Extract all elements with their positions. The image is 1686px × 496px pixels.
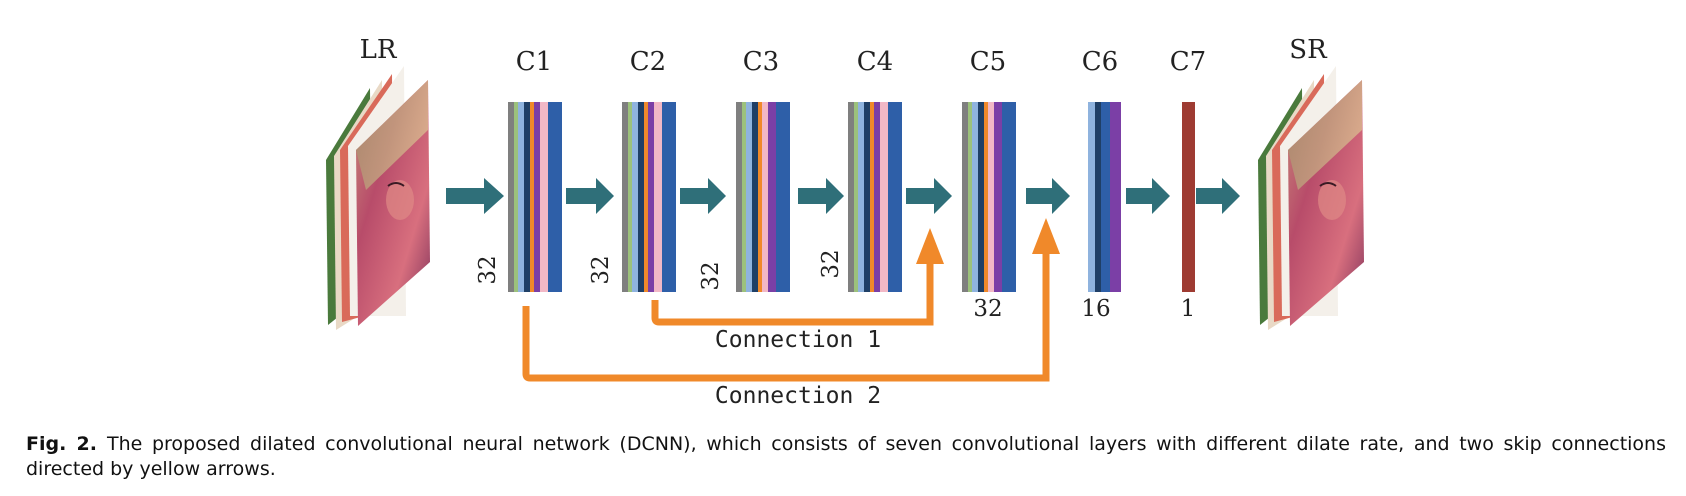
- figure-label: Fig. 2.: [26, 433, 97, 455]
- feature-map-stripe: [1182, 102, 1195, 292]
- feature-map-stripe: [518, 102, 524, 292]
- feature-map-stripe: [762, 102, 768, 292]
- flow-arrow-icon: [798, 178, 844, 214]
- feature-map-stripe: [758, 102, 762, 292]
- layer-channel-count: 32: [698, 261, 724, 290]
- flow-arrows: [446, 178, 1240, 214]
- caption-text: The proposed dilated convolutional neura…: [26, 433, 1666, 480]
- flow-arrow-icon: [1126, 178, 1170, 214]
- feature-map-stripe: [864, 102, 870, 292]
- feature-map-stripe: [984, 102, 988, 292]
- layer-channel-count: 16: [1081, 296, 1110, 322]
- layer-label: C1: [516, 47, 552, 77]
- connection-2-arrowhead-icon: [1032, 218, 1060, 254]
- feature-map-stripe: [874, 102, 880, 292]
- feature-map-stripe: [654, 102, 662, 292]
- layer-stripes: [622, 102, 676, 292]
- feature-map-stripe: [988, 102, 994, 292]
- flow-arrow-icon: [1196, 178, 1240, 214]
- layer-stripes: [1182, 102, 1195, 292]
- feature-map-stripe: [752, 102, 758, 292]
- layer-label: C4: [857, 47, 893, 77]
- layer-channel-count: 32: [475, 255, 501, 284]
- feature-map-stripe: [776, 102, 790, 292]
- feature-map-stripe: [644, 102, 648, 292]
- feature-map-stripe: [1101, 102, 1110, 292]
- feature-map-stripe: [662, 102, 676, 292]
- connection-1-arrowhead-icon: [916, 228, 944, 264]
- feature-map-stripe: [638, 102, 644, 292]
- layer-c7: C7 1: [1170, 47, 1206, 322]
- feature-map-stripe: [1088, 102, 1095, 292]
- layer-stripes: [848, 102, 902, 292]
- feature-map-stripe: [858, 102, 864, 292]
- feature-map-stripe: [848, 102, 854, 292]
- skip-connections: [522, 218, 1060, 382]
- feature-map-stripe: [854, 102, 858, 292]
- layer-channel-count: 32: [818, 249, 844, 278]
- feature-map-stripe: [888, 102, 902, 292]
- layers-group: C1 32 C2 32 C3 32 C4 32 C5 32 C6 16: [475, 47, 1206, 322]
- input-label: LR: [360, 35, 398, 65]
- layer-label: C3: [743, 47, 779, 77]
- feature-map-stripe: [514, 102, 518, 292]
- feature-map-stripe: [768, 102, 776, 292]
- feature-map-stripe: [508, 102, 514, 292]
- feature-map-stripe: [540, 102, 548, 292]
- feature-map-stripe: [880, 102, 888, 292]
- layer-c5: C5 32: [962, 47, 1016, 322]
- layer-label: C5: [970, 47, 1006, 77]
- feature-map-stripe: [994, 102, 1002, 292]
- layer-label: C2: [630, 47, 666, 77]
- sr-image-stack: [1258, 66, 1364, 330]
- feature-map-stripe: [524, 102, 530, 292]
- feature-map-stripe: [632, 102, 638, 292]
- connection-1-label: Connection 1: [715, 327, 881, 353]
- flow-arrow-icon: [680, 178, 726, 214]
- layer-label: C6: [1082, 47, 1118, 77]
- feature-map-stripe: [648, 102, 654, 292]
- feature-map-stripe: [962, 102, 968, 292]
- feature-map-stripe: [746, 102, 752, 292]
- connection-1-line: [651, 262, 934, 326]
- layer-stripes: [508, 102, 562, 292]
- feature-map-stripe: [870, 102, 874, 292]
- connection-2-label: Connection 2: [715, 383, 881, 409]
- feature-map-stripe: [1095, 102, 1101, 292]
- layer-c4: C4 32: [818, 47, 902, 292]
- feature-map-stripe: [548, 102, 562, 292]
- feature-map-stripe: [968, 102, 972, 292]
- flow-arrow-icon: [566, 178, 614, 214]
- layer-channel-count: 32: [973, 296, 1002, 322]
- layer-channel-count: 1: [1181, 296, 1196, 322]
- layer-channel-count: 32: [588, 255, 614, 284]
- figure-caption: Fig. 2.The proposed dilated convolutiona…: [26, 432, 1666, 482]
- feature-map-stripe: [1002, 102, 1016, 292]
- feature-map-stripe: [622, 102, 628, 292]
- layer-stripes: [1088, 102, 1121, 292]
- layer-stripes: [736, 102, 790, 292]
- feature-map-stripe: [736, 102, 742, 292]
- layer-c2: C2 32: [588, 47, 676, 292]
- feature-map-stripe: [972, 102, 978, 292]
- feature-map-stripe: [742, 102, 746, 292]
- layer-c1: C1 32: [475, 47, 562, 292]
- feature-map-stripe: [1110, 102, 1121, 292]
- lr-image-stack: [326, 66, 430, 330]
- feature-map-stripe: [628, 102, 632, 292]
- feature-map-stripe: [978, 102, 984, 292]
- layer-stripes: [962, 102, 1016, 292]
- layer-c3: C3 32: [698, 47, 790, 292]
- layer-c6: C6 16: [1081, 47, 1121, 322]
- feature-map-stripe: [530, 102, 534, 292]
- flow-arrow-icon: [1026, 178, 1070, 214]
- layer-label: C7: [1170, 47, 1206, 77]
- output-label: SR: [1289, 35, 1328, 65]
- connection-2-line: [522, 252, 1050, 382]
- feature-map-stripe: [534, 102, 540, 292]
- dcnn-architecture-diagram: LR C1 32 C2 32 C3 32 C4 32 C5 32 C6: [326, 35, 1364, 409]
- flow-arrow-icon: [906, 178, 952, 214]
- flow-arrow-icon: [446, 178, 504, 214]
